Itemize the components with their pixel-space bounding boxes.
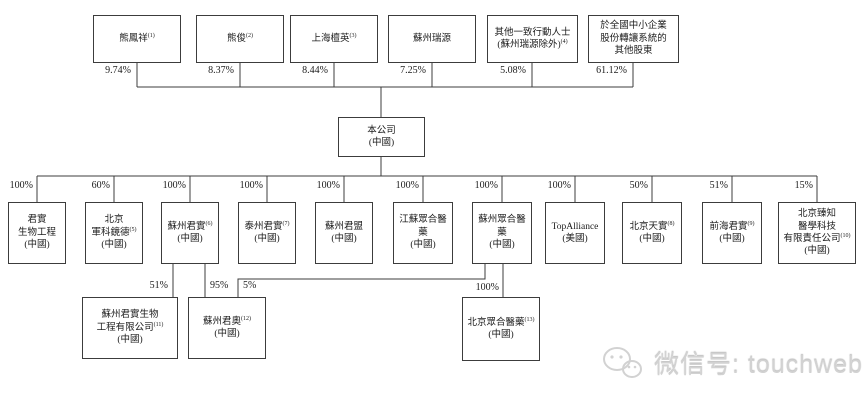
subsidiary-box-junshi-bioengineering: 君實 生物工程(中國) xyxy=(8,202,66,264)
shareholder-name: 熊鳳祥 xyxy=(119,33,148,44)
ownership-pct: 8.37% xyxy=(208,65,234,76)
footnote-marker: (3) xyxy=(349,32,357,39)
ownership-pct: 95% xyxy=(210,280,229,291)
footnote-marker: (11) xyxy=(153,321,164,328)
footnote-marker: (12) xyxy=(241,315,251,322)
footnote-marker: (2) xyxy=(246,32,253,39)
ownership-pct: 61.12% xyxy=(596,65,627,76)
shareholder-box-1: 熊鳳祥(1) xyxy=(93,15,181,63)
subsidiary-box-beijing-zhonghe: 北京眾合醫藥(13)(中國) xyxy=(462,297,540,361)
company-name: 本公司 xyxy=(367,125,396,136)
ownership-pct: 9.74% xyxy=(105,65,131,76)
shareholder-name: 熊俊 xyxy=(226,33,246,44)
watermark: 微信号: touchweb xyxy=(600,342,863,384)
subsidiary-box-qianhai-junshi: 前海君實(9)(中國) xyxy=(702,202,762,264)
subsidiary-box-suzhou-junao: 蘇州君奧(12)(中國) xyxy=(188,297,266,359)
ownership-pct: 60% xyxy=(91,180,110,191)
ownership-pct: 100% xyxy=(547,180,571,191)
footnote-marker: (10) xyxy=(840,232,851,239)
shareholder-box-5: 其他一致行動人士 (蘇州瑞源除外)(4) xyxy=(487,15,578,63)
shareholder-name: 蘇州瑞源 xyxy=(412,33,451,44)
ownership-pct: 7.25% xyxy=(400,65,426,76)
shareholder-box-3: 上海檀英(3) xyxy=(290,15,378,63)
footnote-marker: (7) xyxy=(282,220,290,227)
subsidiary-box-beijing-zhenzhi: 北京臻知 醫學科技 有限責任公司(10)(中國) xyxy=(778,202,856,264)
subsidiary-box-beijing-tianshi: 北京天實(8)(中國) xyxy=(622,202,682,264)
subsidiary-box-beijing-junke: 北京 軍科鏡德(5)(中國) xyxy=(85,202,143,264)
footnote-marker: (5) xyxy=(129,226,137,233)
ownership-pct: 100% xyxy=(162,180,186,191)
shareholder-name: 上海檀英 xyxy=(311,33,350,44)
shareholder-name: 於全國中小企業 股份轉讓系統的 其他股東 xyxy=(600,21,667,57)
ownership-pct: 100% xyxy=(9,180,33,191)
subsidiary-box-topalliance: TopAlliance(美國) xyxy=(545,202,605,264)
ownership-pct: 50% xyxy=(629,180,648,191)
subsidiary-box-suzhou-junshi: 蘇州君實(6)(中國) xyxy=(161,202,219,264)
ownership-pct: 100% xyxy=(316,180,340,191)
ownership-pct: 51% xyxy=(149,280,168,291)
company-region: (中國) xyxy=(368,138,395,148)
subsidiary-box-suzhou-junmeng: 蘇州君盟(中國) xyxy=(315,202,373,264)
footnote-marker: (6) xyxy=(205,220,213,227)
shareholder-name: 其他一致行動人士 (蘇州瑞源除外) xyxy=(494,27,571,50)
subsidiary-box-suzhou-junshi-bioengineering: 蘇州君實生物 工程有限公司(11)(中國) xyxy=(82,297,178,359)
wechat-icon xyxy=(603,347,642,378)
ownership-pct: 51% xyxy=(709,180,728,191)
subsidiary-box-suzhou-zhonghe: 蘇州眾合醫藥(中國) xyxy=(472,202,532,264)
subsidiary-box-taizhou-junshi: 泰州君實(7)(中國) xyxy=(238,202,296,264)
shareholder-box-6: 於全國中小企業 股份轉讓系統的 其他股東 xyxy=(588,15,679,63)
footnote-marker: (1) xyxy=(147,32,155,39)
ownership-pct: 100% xyxy=(239,180,263,191)
footnote-marker: (8) xyxy=(667,220,675,227)
footnote-marker: (13) xyxy=(524,316,535,323)
ownership-pct: 15% xyxy=(794,180,813,191)
footnote-marker: (4) xyxy=(560,38,568,45)
company-box: 本公司 (中國) xyxy=(338,117,425,157)
shareholder-box-4: 蘇州瑞源 xyxy=(388,15,476,63)
watermark-text: 微信号: touchweb xyxy=(654,351,863,379)
shareholder-box-2: 熊俊(2) xyxy=(196,15,284,63)
ownership-pct: 100% xyxy=(474,180,498,191)
ownership-pct: 5.08% xyxy=(500,65,526,76)
footnote-marker: (9) xyxy=(747,220,755,227)
ownership-pct: 100% xyxy=(475,282,499,293)
ownership-pct: 5% xyxy=(243,280,257,291)
ownership-pct: 8.44% xyxy=(302,65,328,76)
subsidiary-box-jiangsu-zhonghe: 江蘇眾合醫藥(中國) xyxy=(393,202,453,264)
ownership-pct: 100% xyxy=(395,180,419,191)
